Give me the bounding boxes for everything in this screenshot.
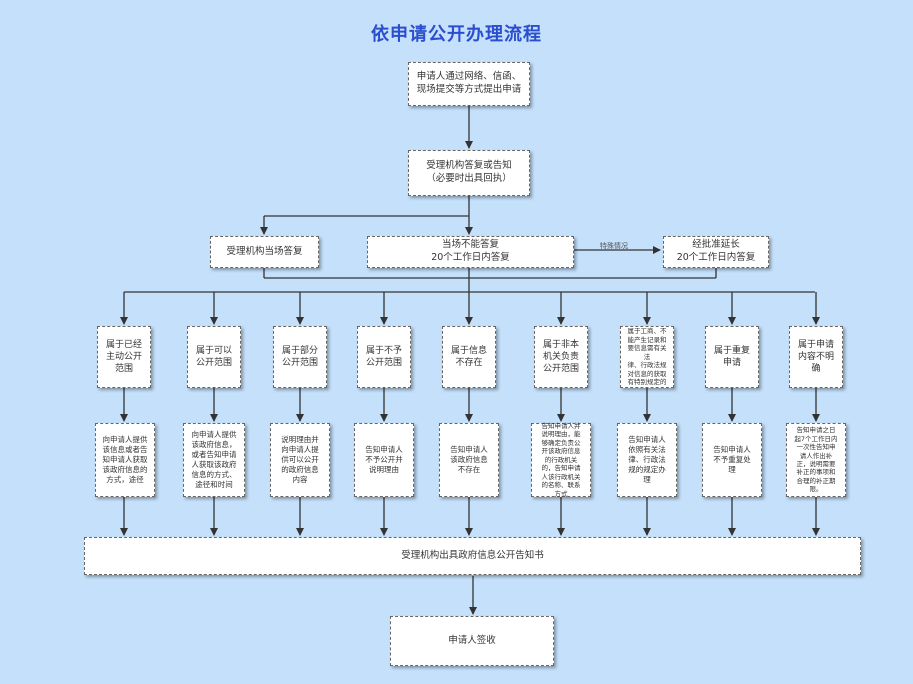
response-box: 说明理由并 向申请人提 供可以公开 的政府信息 内容 [270,423,330,497]
category-box: 属于工商、不 能产生记录和 要信息需有关法 律、行政法规 对信息的获取 有特别规… [620,326,674,388]
category-box: 属于非本 机关负责 公开范围 [534,326,588,388]
response-box: 告知申请人 该政府信息 不存在 [439,423,499,497]
response-box: 告知申请人并 说明理由，能 够确定负责公 开该政府信息 的行政机关 的，告知申请… [531,422,591,498]
response-box: 告知申请人 不予公开并 说明理由 [354,423,414,497]
agency-reply-box: 受理机构答复或告知 （必要时出具回执） [408,150,530,196]
category-box: 属于可以 公开范围 [187,326,241,388]
extended-reply-box: 经批准延长 20个工作日内答复 [663,236,769,268]
category-box: 属于不予 公开范围 [357,326,411,388]
category-box: 属于重复 申请 [705,326,759,388]
response-box: 向申请人提供 该信息或者告 知申请人获取 该政府信息的 方式，途径 [95,423,155,497]
page-title: 依申请公开办理流程 [371,24,542,45]
category-box: 属于信息 不存在 [442,326,496,388]
later-reply-box: 当场不能答复 20个工作日内答复 [367,236,574,268]
immediate-reply-box: 受理机构当场答复 [210,236,319,268]
category-box: 属于部分 公开范围 [273,326,327,388]
response-box: 告知申请人 不予重复处 理 [702,423,762,497]
response-box: 向申请人提供 该政府信息， 或者告知申请 人获取该政府 信息的方式、 途径和时间 [183,423,245,497]
applicant-signs-box: 申请人签收 [390,616,554,666]
disclosure-notice-box: 受理机构出具政府信息公开告知书 [84,537,861,575]
special-case-label: 特殊情况 [600,242,628,250]
submit-application-box: 申请人通过网络、信函、 现场提交等方式提出申请 [408,62,530,106]
category-box: 属于已经 主动公开 范围 [97,326,151,388]
category-box: 属于申请 内容不明 确 [789,326,843,388]
response-box: 告知申请人 依照有关法 律、行政法 规的规定办 理 [617,423,677,497]
response-box: 告知申请之日 起7个工作日内 一次性告知申 请人作出补 正，说明需要 补正的事项… [786,423,846,497]
